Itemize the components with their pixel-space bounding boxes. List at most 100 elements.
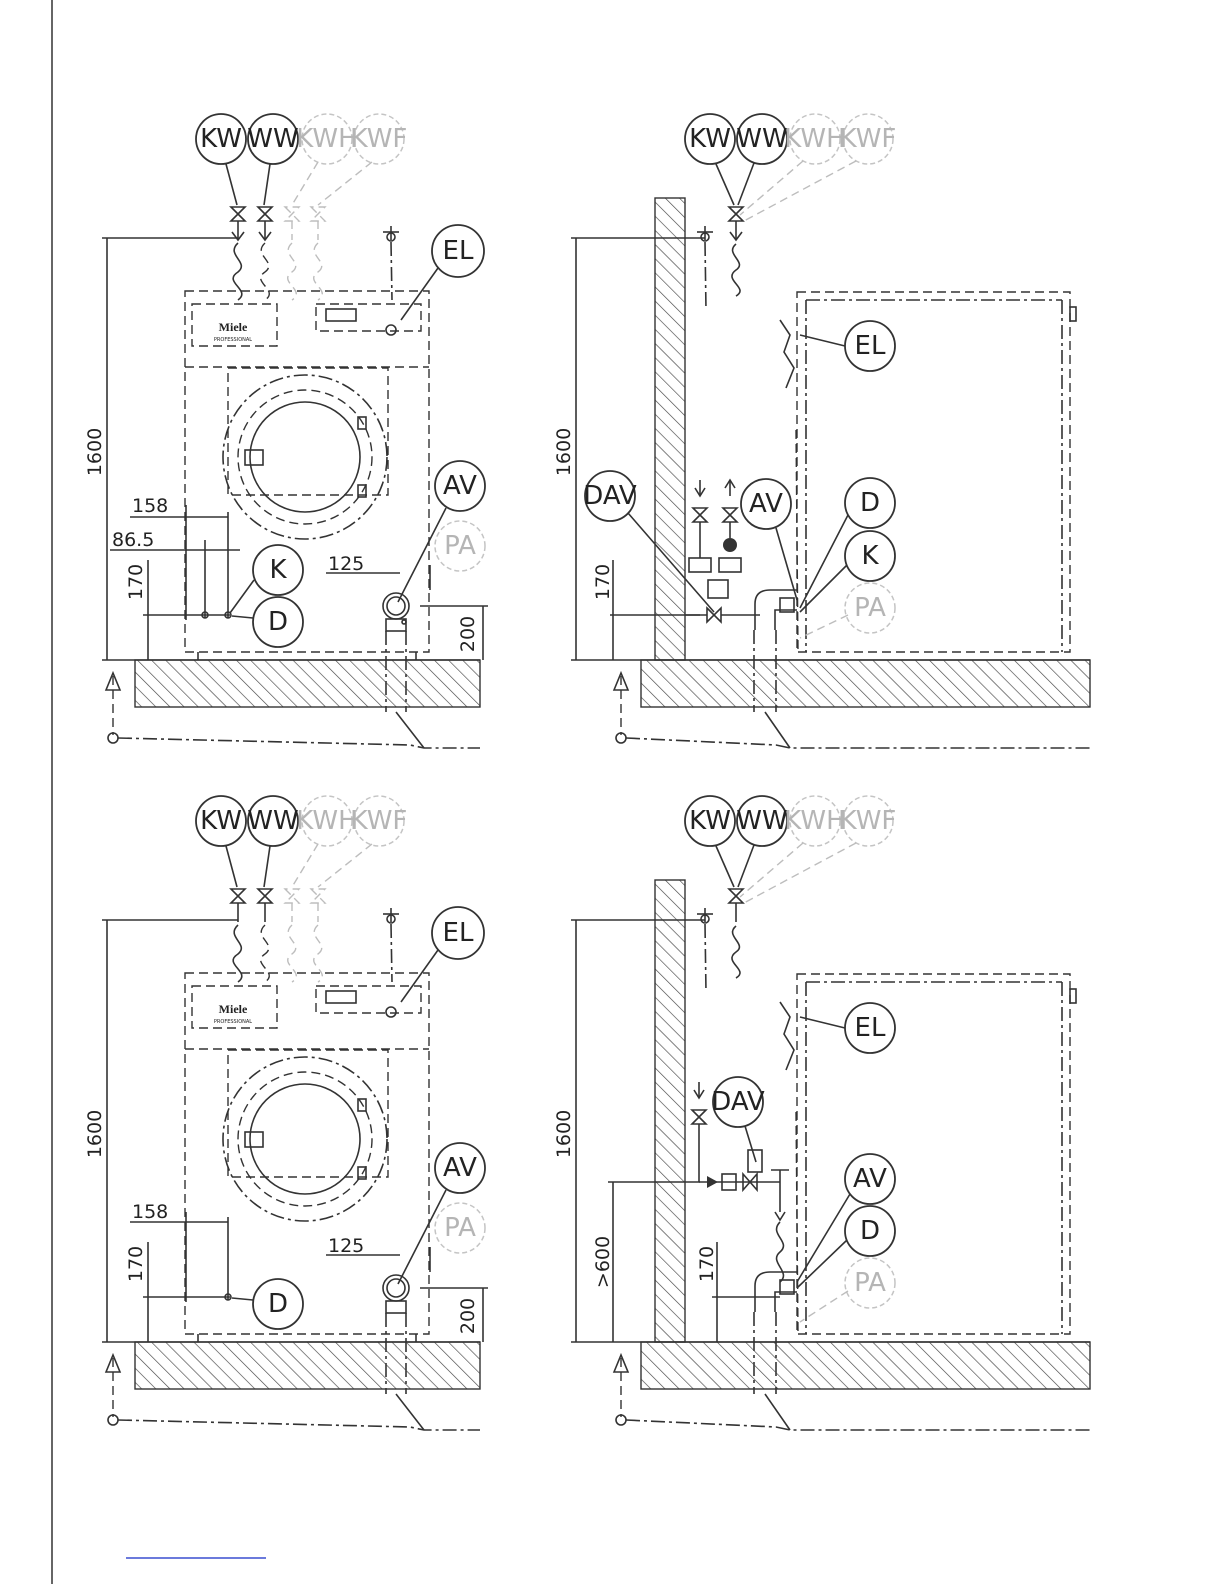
- svg-text:PROFESSIONAL: PROFESSIONAL: [214, 1019, 252, 1025]
- door-handle: [245, 450, 263, 465]
- callout-pa-2: PA: [845, 583, 895, 633]
- pump-symbol: [723, 538, 737, 552]
- svg-text:K: K: [861, 541, 879, 571]
- callout-kwf-3: KWF: [351, 796, 408, 846]
- dim-1600: 1600: [84, 428, 106, 476]
- wall-hatch: [655, 198, 685, 660]
- callout-ww-4: WW: [736, 796, 787, 846]
- svg-text:KWH: KWH: [784, 124, 845, 154]
- callout-av-2: AV: [741, 479, 791, 529]
- svg-text:AV: AV: [443, 1153, 477, 1183]
- callout-k-2: K: [845, 531, 895, 581]
- svg-text:KWH: KWH: [296, 806, 357, 836]
- svg-text:WW: WW: [247, 124, 298, 154]
- svg-text:AV: AV: [853, 1164, 887, 1194]
- panel-side-view-top: KW WW KWH KWF 1600 170 EL: [553, 114, 1090, 748]
- svg-text:1600: 1600: [553, 1110, 575, 1158]
- svg-text:EL: EL: [855, 331, 886, 361]
- callout-ww: WW: [247, 114, 298, 164]
- svg-text:KWF: KWF: [840, 124, 897, 154]
- svg-text:KWF: KWF: [351, 806, 408, 836]
- svg-text:DAV: DAV: [711, 1087, 765, 1117]
- svg-text:EL: EL: [443, 918, 474, 948]
- callout-el-2: EL: [845, 321, 895, 371]
- floor-hatch: [135, 660, 480, 707]
- svg-text:Miele: Miele: [219, 1002, 248, 1016]
- dim-125: 125: [328, 553, 364, 575]
- svg-text:KW: KW: [689, 124, 731, 154]
- svg-text:WW: WW: [247, 806, 298, 836]
- svg-text:AV: AV: [749, 489, 783, 519]
- callout-kwh-3: KWH: [296, 796, 357, 846]
- callout-av-4: AV: [845, 1154, 895, 1204]
- svg-text:KW: KW: [200, 806, 242, 836]
- callout-kw-3: KW: [196, 796, 246, 846]
- dim-170-2: 170: [592, 564, 614, 600]
- svg-text:KWH: KWH: [784, 806, 845, 836]
- brand-logo: Miele: [219, 320, 248, 334]
- callout-dav-2: DAV: [711, 1077, 765, 1127]
- svg-text:PA: PA: [444, 1213, 476, 1243]
- panel-front-view-bottom: KW WW KWH KWF EL Miele PROFESSIONAL: [84, 796, 488, 1430]
- valve-kwh: [285, 207, 299, 240]
- callout-kw: KW: [196, 114, 246, 164]
- dim-170: 170: [125, 564, 147, 600]
- callout-kw-2: KW: [685, 114, 735, 164]
- svg-text:KW: KW: [689, 806, 731, 836]
- callout-av: AV: [435, 461, 485, 511]
- svg-text:PA: PA: [854, 1268, 886, 1298]
- callout-kwh: KWH: [296, 114, 357, 164]
- svg-text:EL: EL: [855, 1013, 886, 1043]
- svg-text:WW: WW: [736, 124, 787, 154]
- svg-text:KWH: KWH: [296, 124, 357, 154]
- svg-text:D: D: [268, 1289, 288, 1319]
- svg-text:WW: WW: [736, 806, 787, 836]
- dim-600: >600: [592, 1236, 614, 1288]
- svg-text:PROFESSIONAL: PROFESSIONAL: [214, 337, 252, 343]
- machine-side-outline: [797, 292, 1070, 652]
- control-panel-right: [316, 304, 421, 331]
- panel-side-view-bottom: KW WW KWH KWF 1600 >600 170 EL: [553, 796, 1090, 1430]
- dim-158: 158: [132, 495, 168, 517]
- svg-text:PA: PA: [854, 593, 886, 623]
- callout-pa-4: PA: [845, 1258, 895, 1308]
- callout-kwf-2: KWF: [840, 114, 897, 164]
- callout-d-4: D: [845, 1206, 895, 1256]
- callout-kwf: KWF: [351, 114, 408, 164]
- valve-ww: [258, 207, 272, 240]
- callout-kwf-4: KWF: [840, 796, 897, 846]
- svg-text:158: 158: [132, 1201, 168, 1223]
- door-outer: [223, 375, 387, 539]
- svg-text:1600: 1600: [84, 1110, 106, 1158]
- callout-el-3: EL: [432, 907, 484, 959]
- svg-text:KWF: KWF: [351, 124, 408, 154]
- svg-text:AV: AV: [443, 471, 477, 501]
- svg-text:K: K: [269, 555, 287, 585]
- valve-kwf: [311, 207, 325, 240]
- callout-d-3: D: [253, 1279, 303, 1329]
- callout-kw-4: KW: [685, 796, 735, 846]
- dim-86-5: 86.5: [112, 529, 154, 551]
- svg-text:PA: PA: [444, 531, 476, 561]
- callout-ww-2: WW: [736, 114, 787, 164]
- callout-kwh-2: KWH: [784, 114, 845, 164]
- svg-text:170: 170: [125, 1246, 147, 1282]
- svg-text:D: D: [860, 1216, 880, 1246]
- valve-kw: [231, 207, 245, 240]
- svg-text:KWF: KWF: [840, 806, 897, 836]
- callout-ww-3: WW: [247, 796, 298, 846]
- svg-text:125: 125: [328, 1235, 364, 1257]
- svg-text:D: D: [268, 607, 288, 637]
- svg-text:170: 170: [696, 1246, 718, 1282]
- callout-el: EL: [432, 225, 484, 277]
- callout-kwh-4: KWH: [784, 796, 845, 846]
- svg-text:EL: EL: [443, 236, 474, 266]
- callout-el-4: EL: [845, 1003, 895, 1053]
- callout-av-3: AV: [435, 1143, 485, 1193]
- callout-pa: PA: [435, 521, 485, 571]
- dim-200: 200: [457, 616, 479, 652]
- dim-1600-2: 1600: [553, 428, 575, 476]
- callout-pa-3: PA: [435, 1203, 485, 1253]
- panel-front-view-top: KW WW KWH KWF EL Miele PROFESSIONAL: [84, 114, 488, 748]
